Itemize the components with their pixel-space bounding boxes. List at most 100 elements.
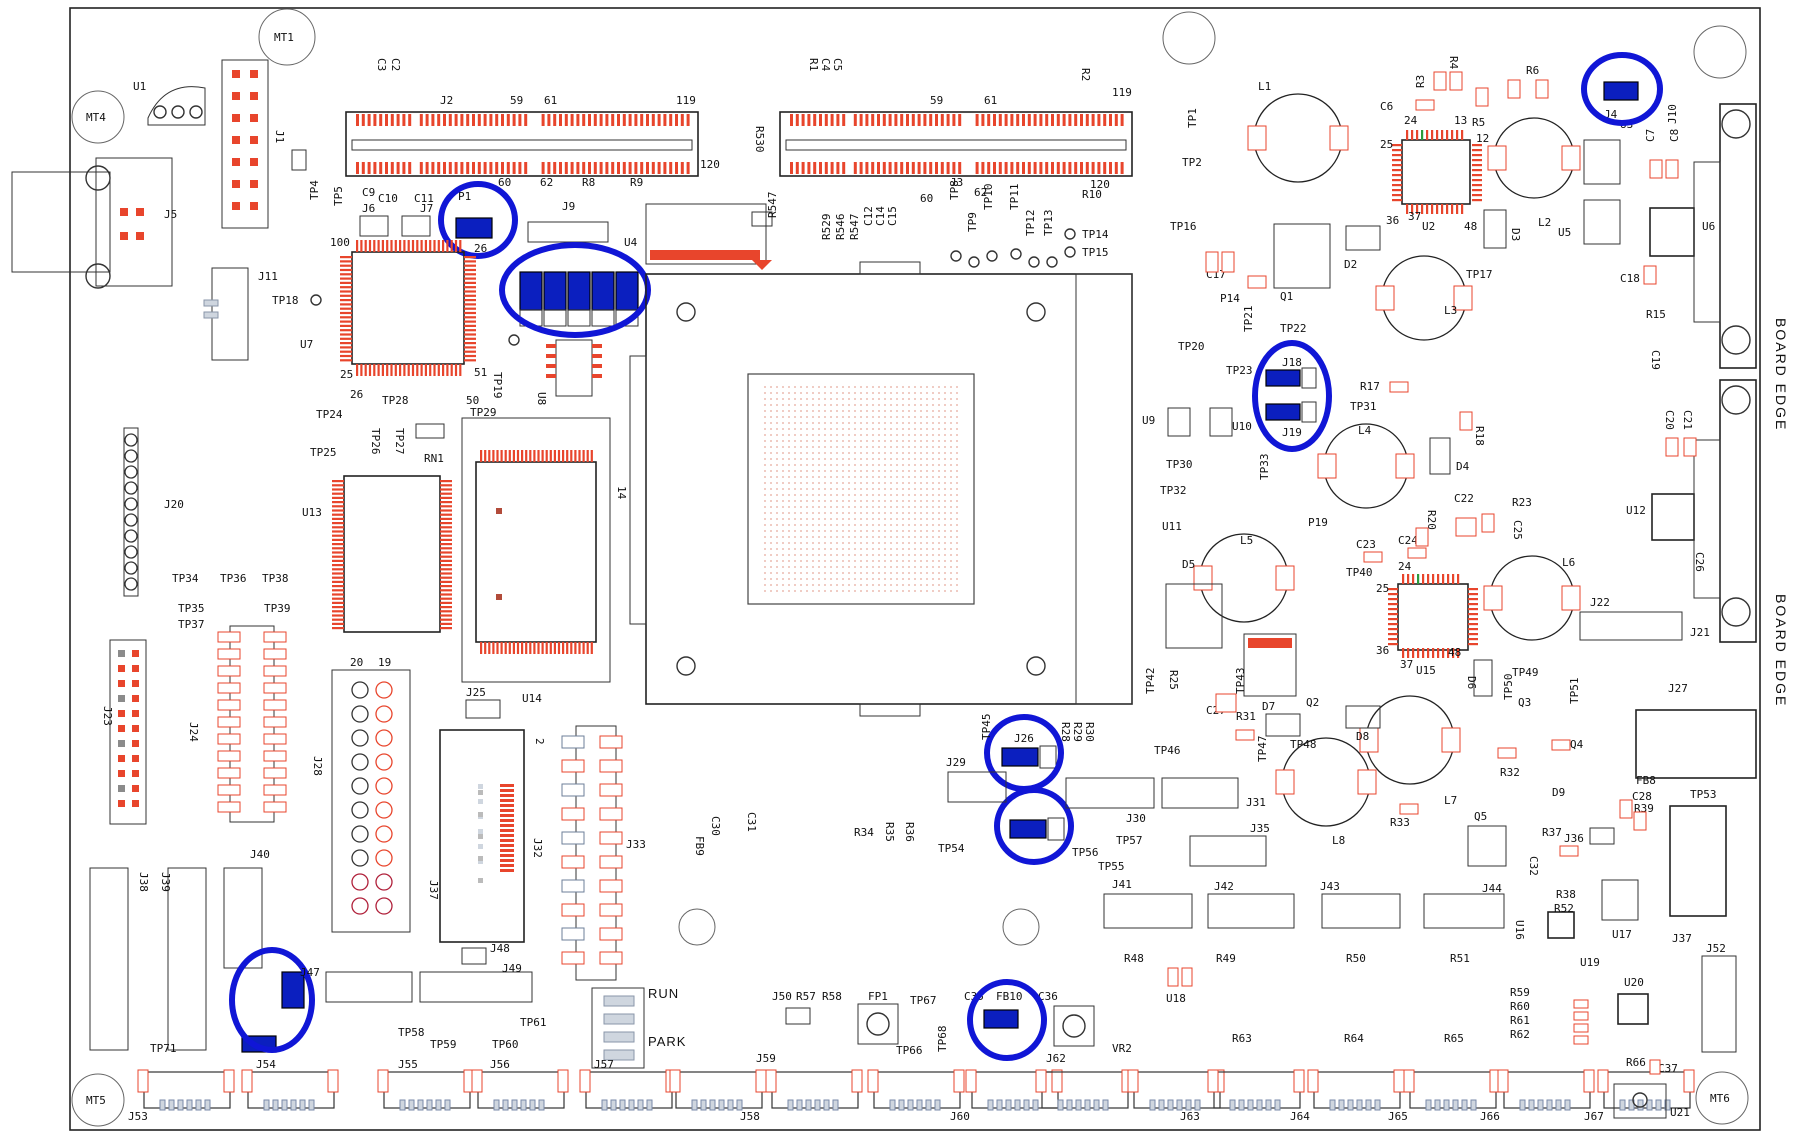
- mounting-hole-top-mid: [1162, 11, 1216, 65]
- j26-label: J26: [1014, 732, 1034, 745]
- pad: [450, 364, 453, 376]
- j49-connector: [419, 971, 533, 1003]
- pad: [360, 364, 363, 376]
- d7-label: D7: [1262, 700, 1275, 713]
- j58-label: J58: [740, 1110, 760, 1123]
- pad: [356, 114, 359, 126]
- pad: [217, 716, 241, 728]
- pad: [399, 1099, 406, 1111]
- pad: [464, 260, 476, 263]
- pad: [159, 1099, 166, 1111]
- pad: [557, 642, 561, 654]
- pin-ring: [375, 897, 393, 915]
- pad: [906, 114, 909, 126]
- pad: [332, 593, 344, 596]
- j41-connector: J41: [1103, 878, 1193, 929]
- u7-pin26: 26: [350, 388, 363, 401]
- j35-label: J35: [1250, 822, 1270, 835]
- pad: [1388, 638, 1398, 641]
- pad: [590, 642, 593, 654]
- pad: [500, 859, 514, 862]
- pad: [1425, 1099, 1432, 1111]
- l6-label: L6: [1562, 556, 1575, 569]
- pad: [340, 333, 352, 336]
- pad: [1432, 648, 1435, 658]
- r9-label: R9: [630, 176, 643, 189]
- pad: [402, 162, 406, 174]
- tp68-label: TP68: [936, 1026, 949, 1053]
- pad: [512, 162, 516, 174]
- pad: [1392, 174, 1402, 177]
- pad: [561, 855, 585, 869]
- fb9-label: FB9: [693, 836, 706, 856]
- pad: [1583, 1069, 1595, 1093]
- pad: [1407, 574, 1410, 584]
- pad: [657, 114, 661, 126]
- pad: [332, 488, 344, 491]
- pad: [472, 114, 475, 126]
- pad: [454, 162, 458, 174]
- pad: [416, 364, 419, 376]
- pad: [501, 114, 504, 126]
- pad: [537, 642, 540, 654]
- pad: [504, 642, 507, 654]
- pad: [593, 114, 597, 126]
- r529-label: R529: [820, 214, 833, 241]
- pin-ring: [351, 825, 369, 843]
- pad: [1097, 162, 1101, 174]
- pad: [1014, 1099, 1021, 1111]
- tp38-label: TP38: [262, 572, 289, 585]
- pad: [579, 1069, 591, 1093]
- pad: [511, 1099, 518, 1111]
- u13-ic: U13: [302, 475, 452, 633]
- pad: [1507, 79, 1521, 99]
- pad: [396, 114, 400, 126]
- pad: [1392, 169, 1402, 172]
- d9-label: D9: [1552, 786, 1565, 799]
- pad: [566, 642, 569, 654]
- pad: [437, 364, 440, 376]
- pad: [386, 240, 389, 252]
- pad: [669, 114, 673, 126]
- pad: [386, 364, 389, 376]
- pad: [853, 162, 857, 174]
- pad: [1194, 1099, 1201, 1111]
- u2-pin48: 48: [1464, 220, 1477, 233]
- pad: [796, 1099, 803, 1111]
- pad: [132, 770, 139, 777]
- pad: [946, 114, 950, 126]
- pad: [1091, 162, 1095, 174]
- pad: [425, 114, 429, 126]
- r547-label-b: R547: [848, 214, 861, 241]
- pad: [561, 903, 585, 917]
- pad: [217, 767, 241, 779]
- j20-header: J20: [123, 427, 184, 597]
- u2-pin13: 13: [1454, 114, 1467, 127]
- pad: [987, 1099, 994, 1111]
- pad: [521, 642, 524, 654]
- pad: [464, 268, 476, 272]
- j60-label: J60: [950, 1110, 970, 1123]
- pad: [464, 256, 476, 259]
- pad: [570, 642, 573, 654]
- pad: [1431, 130, 1434, 140]
- pad: [484, 450, 487, 462]
- pad: [402, 114, 406, 126]
- pad: [1005, 1099, 1012, 1111]
- pad: [367, 162, 371, 174]
- pad: [464, 281, 476, 284]
- pad: [263, 665, 287, 677]
- pad: [217, 733, 241, 745]
- pad: [381, 240, 384, 252]
- pad: [440, 589, 452, 592]
- j9-connector: J9: [527, 200, 609, 243]
- pad: [1422, 648, 1425, 658]
- pin-ring: [375, 825, 393, 843]
- pad: [1080, 162, 1083, 174]
- u21-label: U21: [1670, 1106, 1690, 1119]
- pad: [1421, 204, 1424, 214]
- pad: [824, 114, 828, 126]
- pad: [1402, 574, 1405, 584]
- pad: [1472, 174, 1482, 177]
- pad: [118, 800, 125, 807]
